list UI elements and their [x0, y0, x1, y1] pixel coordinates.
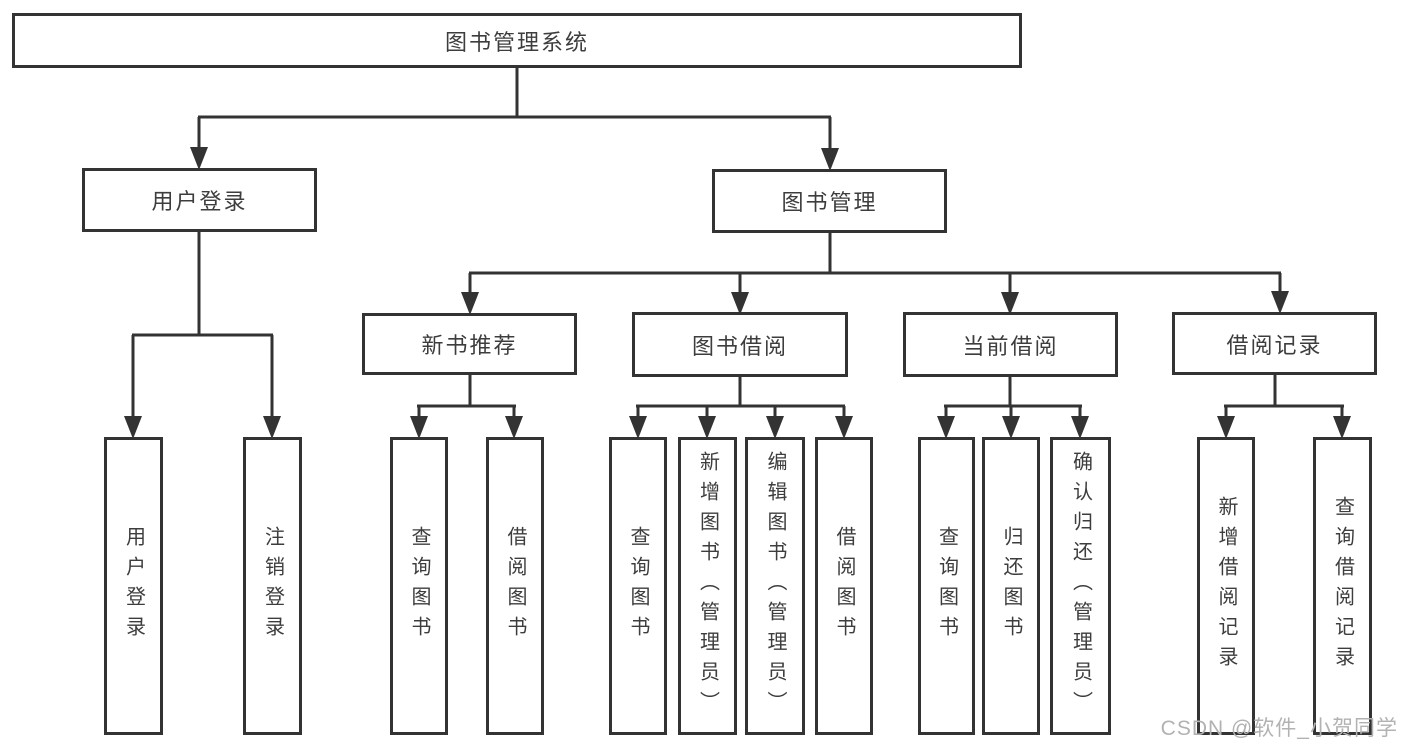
- node-label: 借阅记录: [1226, 332, 1323, 358]
- arrow-down-icon: [766, 416, 784, 439]
- leaf-label: 新增图书（管理员）: [696, 451, 719, 721]
- arrow-down-icon: [1071, 416, 1089, 439]
- node-label: 当前借阅: [962, 333, 1059, 359]
- node-label: 图书管理: [781, 190, 878, 215]
- leaf-query-books: 查询图书: [390, 437, 448, 735]
- connector-book-mgmt-to-groups: [468, 233, 1282, 294]
- leaf-user-login: 用户登录: [104, 437, 163, 735]
- node-label: 图书借阅: [691, 333, 788, 359]
- node-root-system: 图书管理系统: [12, 13, 1022, 68]
- connector-borrow-record-subtree: [1224, 375, 1344, 419]
- leaf-edit-books-admin: 编辑图书（管理员）: [745, 437, 805, 735]
- connector-user-login-subtree: [131, 232, 274, 419]
- arrow-down-icon: [1001, 292, 1019, 315]
- node-book-borrow: 图书借阅: [632, 312, 848, 377]
- arrowheads: [124, 147, 1351, 439]
- arrow-down-icon: [190, 147, 208, 170]
- arrow-down-icon: [461, 292, 479, 315]
- leaf-label: 注销登录: [261, 526, 284, 646]
- node-label: 图书管理系统: [444, 29, 589, 55]
- leaf-label: 确认归还（管理员）: [1069, 451, 1092, 721]
- leaf-label: 查询图书: [408, 526, 430, 646]
- leaf-label: 新增借阅记录: [1215, 496, 1237, 676]
- node-user-login: 用户登录: [82, 168, 317, 232]
- node-label: 用户登录: [151, 189, 248, 214]
- arrow-down-icon: [1333, 416, 1351, 439]
- leaf-return-books: 归还图书: [982, 437, 1040, 735]
- arrow-down-icon: [1002, 416, 1020, 439]
- arrow-down-icon: [629, 416, 647, 439]
- node-book-management: 图书管理: [712, 169, 947, 233]
- arrow-down-icon: [124, 416, 142, 439]
- leaf-borrow-books: 借阅图书: [815, 437, 873, 735]
- leaf-label: 查询图书: [627, 526, 649, 646]
- leaf-label: 用户登录: [122, 526, 145, 646]
- leaf-query-borrow-record: 查询借阅记录: [1313, 437, 1372, 735]
- node-borrow-record: 借阅记录: [1172, 312, 1377, 375]
- leaf-label: 借阅图书: [504, 526, 526, 646]
- leaf-logout: 注销登录: [243, 437, 302, 735]
- csdn-watermark: CSDN @软件_小贺同学: [1160, 717, 1398, 740]
- arrow-down-icon: [821, 148, 839, 171]
- leaf-label: 编辑图书（管理员）: [764, 451, 786, 721]
- leaf-query-books: 查询图书: [609, 437, 667, 735]
- node-label: 新书推荐: [421, 333, 518, 358]
- leaf-confirm-return-admin: 确认归还（管理员）: [1050, 437, 1111, 735]
- connector-new-book-subtree: [417, 375, 516, 419]
- arrow-down-icon: [731, 292, 749, 315]
- arrow-down-icon: [505, 416, 523, 439]
- node-current-borrow: 当前借阅: [903, 312, 1118, 377]
- connector-current-borrow-subtree: [944, 377, 1082, 419]
- arrow-down-icon: [835, 416, 853, 439]
- arrow-down-icon: [937, 416, 955, 439]
- leaf-label: 查询借阅记录: [1331, 496, 1354, 676]
- arrow-down-icon: [1271, 291, 1289, 314]
- leaf-label: 归还图书: [1000, 526, 1022, 646]
- arrow-down-icon: [263, 416, 281, 439]
- leaf-add-borrow-record: 新增借阅记录: [1197, 437, 1255, 735]
- arrow-down-icon: [410, 416, 428, 439]
- connector-root-to-level2: [197, 68, 832, 152]
- leaf-borrow-books: 借阅图书: [486, 437, 544, 735]
- arrow-down-icon: [1217, 416, 1235, 439]
- leaf-query-books: 查询图书: [918, 437, 975, 735]
- leaf-label: 借阅图书: [833, 526, 855, 646]
- leaf-add-books-admin: 新增图书（管理员）: [678, 437, 737, 735]
- arrow-down-icon: [698, 416, 716, 439]
- connector-book-borrow-subtree: [636, 377, 846, 419]
- node-new-book-recommend: 新书推荐: [362, 313, 577, 375]
- leaf-label: 查询图书: [935, 526, 958, 646]
